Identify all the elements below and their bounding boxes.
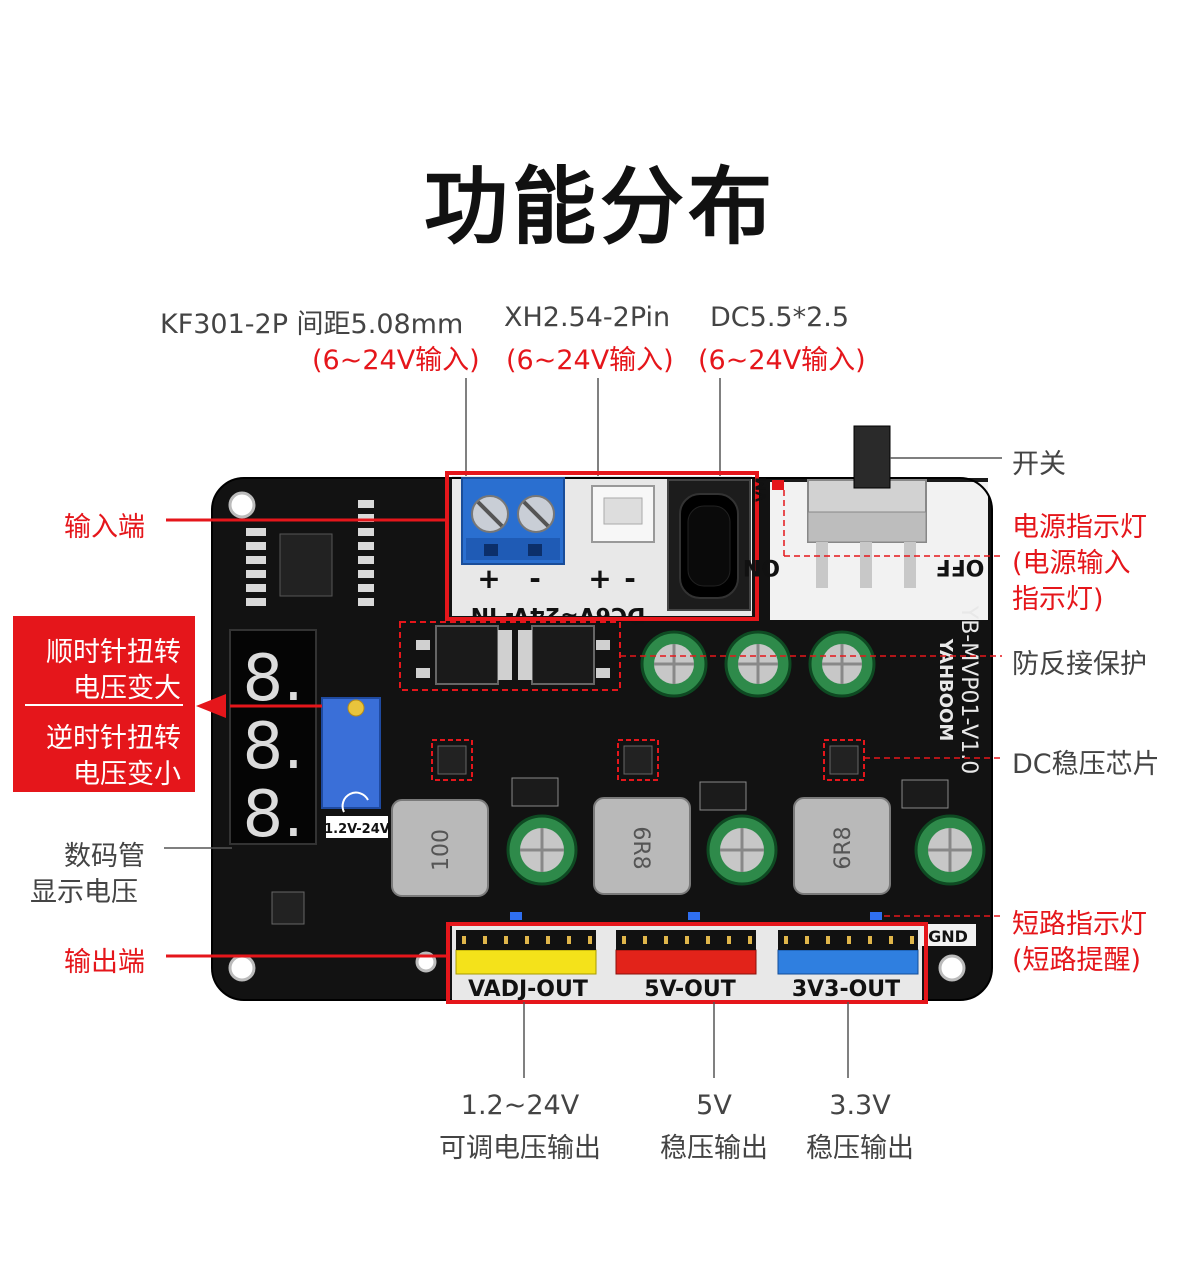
capacitor-row-bottom [506,814,986,886]
vm-silk: VM [754,477,770,502]
dc-regulator-chips [431,739,865,781]
power-led-label-2: (电源输入 [1012,548,1131,579]
short-led-label-1: 短路指示灯 [1012,909,1147,940]
v33-label-1: 3.3V [829,1090,891,1121]
potentiometer-icon [321,697,381,809]
ic-u5 [279,533,333,597]
inductors [391,797,891,897]
switch-label: 开关 [1012,449,1066,480]
input-highlight-box [445,471,759,621]
diodes [511,777,949,811]
top-leader-lines [465,378,721,478]
3v3-out-silk: 3V3-OUT [792,977,900,1002]
left-leader-lines [164,518,448,958]
xh-plus: + [588,562,611,595]
dc-jack-icon [667,479,751,611]
inductor-1-label: 100 [429,829,454,871]
inductor-3-label: 6R8 [831,826,856,869]
terminal-minus: - [529,562,541,595]
dc55-range: (6~24V输入) [698,345,866,376]
cw-label-1: 顺时针扭转 [46,637,181,668]
header-pins-blue [777,930,919,975]
ldo-regulator [271,891,305,925]
vadj-label-2: 可调电压输出 [439,1133,601,1164]
display-label-2: 显示电压 [30,877,138,908]
xh254-label: XH2.54-2Pin [504,302,671,333]
kf301-label: KF301-2P 间距5.08mm [160,309,464,340]
pot-range-bg [326,816,388,838]
xh-connector-icon [591,485,655,543]
short-led-label-2: (短路提醒) [1012,945,1142,976]
divider [25,704,183,706]
ccw-label-2: 电压变小 [73,759,181,790]
screw-terminal-icon [461,477,565,565]
display-digit-1: 8. [242,642,303,716]
on-silk: ON [743,554,780,579]
resistor-array-mid [358,500,374,606]
input-silk-label: DC6V~24V- IN [471,602,646,627]
v33-label-2: 稳压输出 [806,1133,914,1164]
input-label: 输入端 [64,512,145,543]
xh-minus: - [624,562,636,595]
right-leader-lines [620,457,1002,917]
display-digit-2: 8. [242,710,303,784]
brand-silk: YAHBOOM [935,638,956,742]
v5-label-2: 稳压输出 [660,1133,768,1164]
pot-range-silk: 1.2V-24V [324,822,390,837]
bottom-leader-lines [523,1002,849,1078]
rotate-arrow-icon [341,791,369,813]
short-circuit-leds [510,912,882,920]
inductor-2-label: 6R8 [628,826,653,869]
resistor-array-left [246,528,266,606]
capacitor-row-top [640,630,876,698]
output-highlight-box [446,922,928,1004]
display-digit-3: 8. [242,778,303,852]
power-led-label-1: 电源指示灯 [1012,512,1147,543]
display-label-1: 数码管 [64,841,145,872]
vadj-label-1: 1.2~24V [460,1090,580,1121]
pot-direction-box: 顺时针扭转 电压变大 逆时针扭转 电压变小 [13,616,195,792]
dc-chip-label: DC稳压芯片 [1012,749,1160,780]
off-silk: OFF [936,554,985,579]
vadj-out-silk: VADJ-OUT [468,977,588,1002]
power-led [772,480,784,490]
mounting-holes [228,491,966,982]
cw-label-2: 电压变大 [73,673,181,704]
dc55-label: DC5.5*2.5 [710,302,850,333]
switch-knob [853,425,891,489]
output-label: 输出端 [64,947,145,978]
xh254-range: (6~24V输入) [506,345,674,376]
ccw-label-1: 逆时针扭转 [46,723,181,754]
page-title: 功能分布 [423,158,776,256]
terminal-plus: + [477,562,500,595]
power-led-label-3: 指示灯) [1012,584,1104,615]
seven-segment-display [229,629,317,845]
reverse-protect-label: 防反接保护 [1012,649,1147,680]
mosfet-q1 [435,625,499,685]
v5-label-1: 5V [696,1090,732,1121]
gnd-silk: GND [928,927,968,946]
model-silk: YB-MVP01-V1.0 [956,605,981,774]
mosfet-q2 [531,625,595,685]
kf301-range: (6~24V输入) [312,345,480,376]
5v-out-silk: 5V-OUT [644,977,735,1002]
